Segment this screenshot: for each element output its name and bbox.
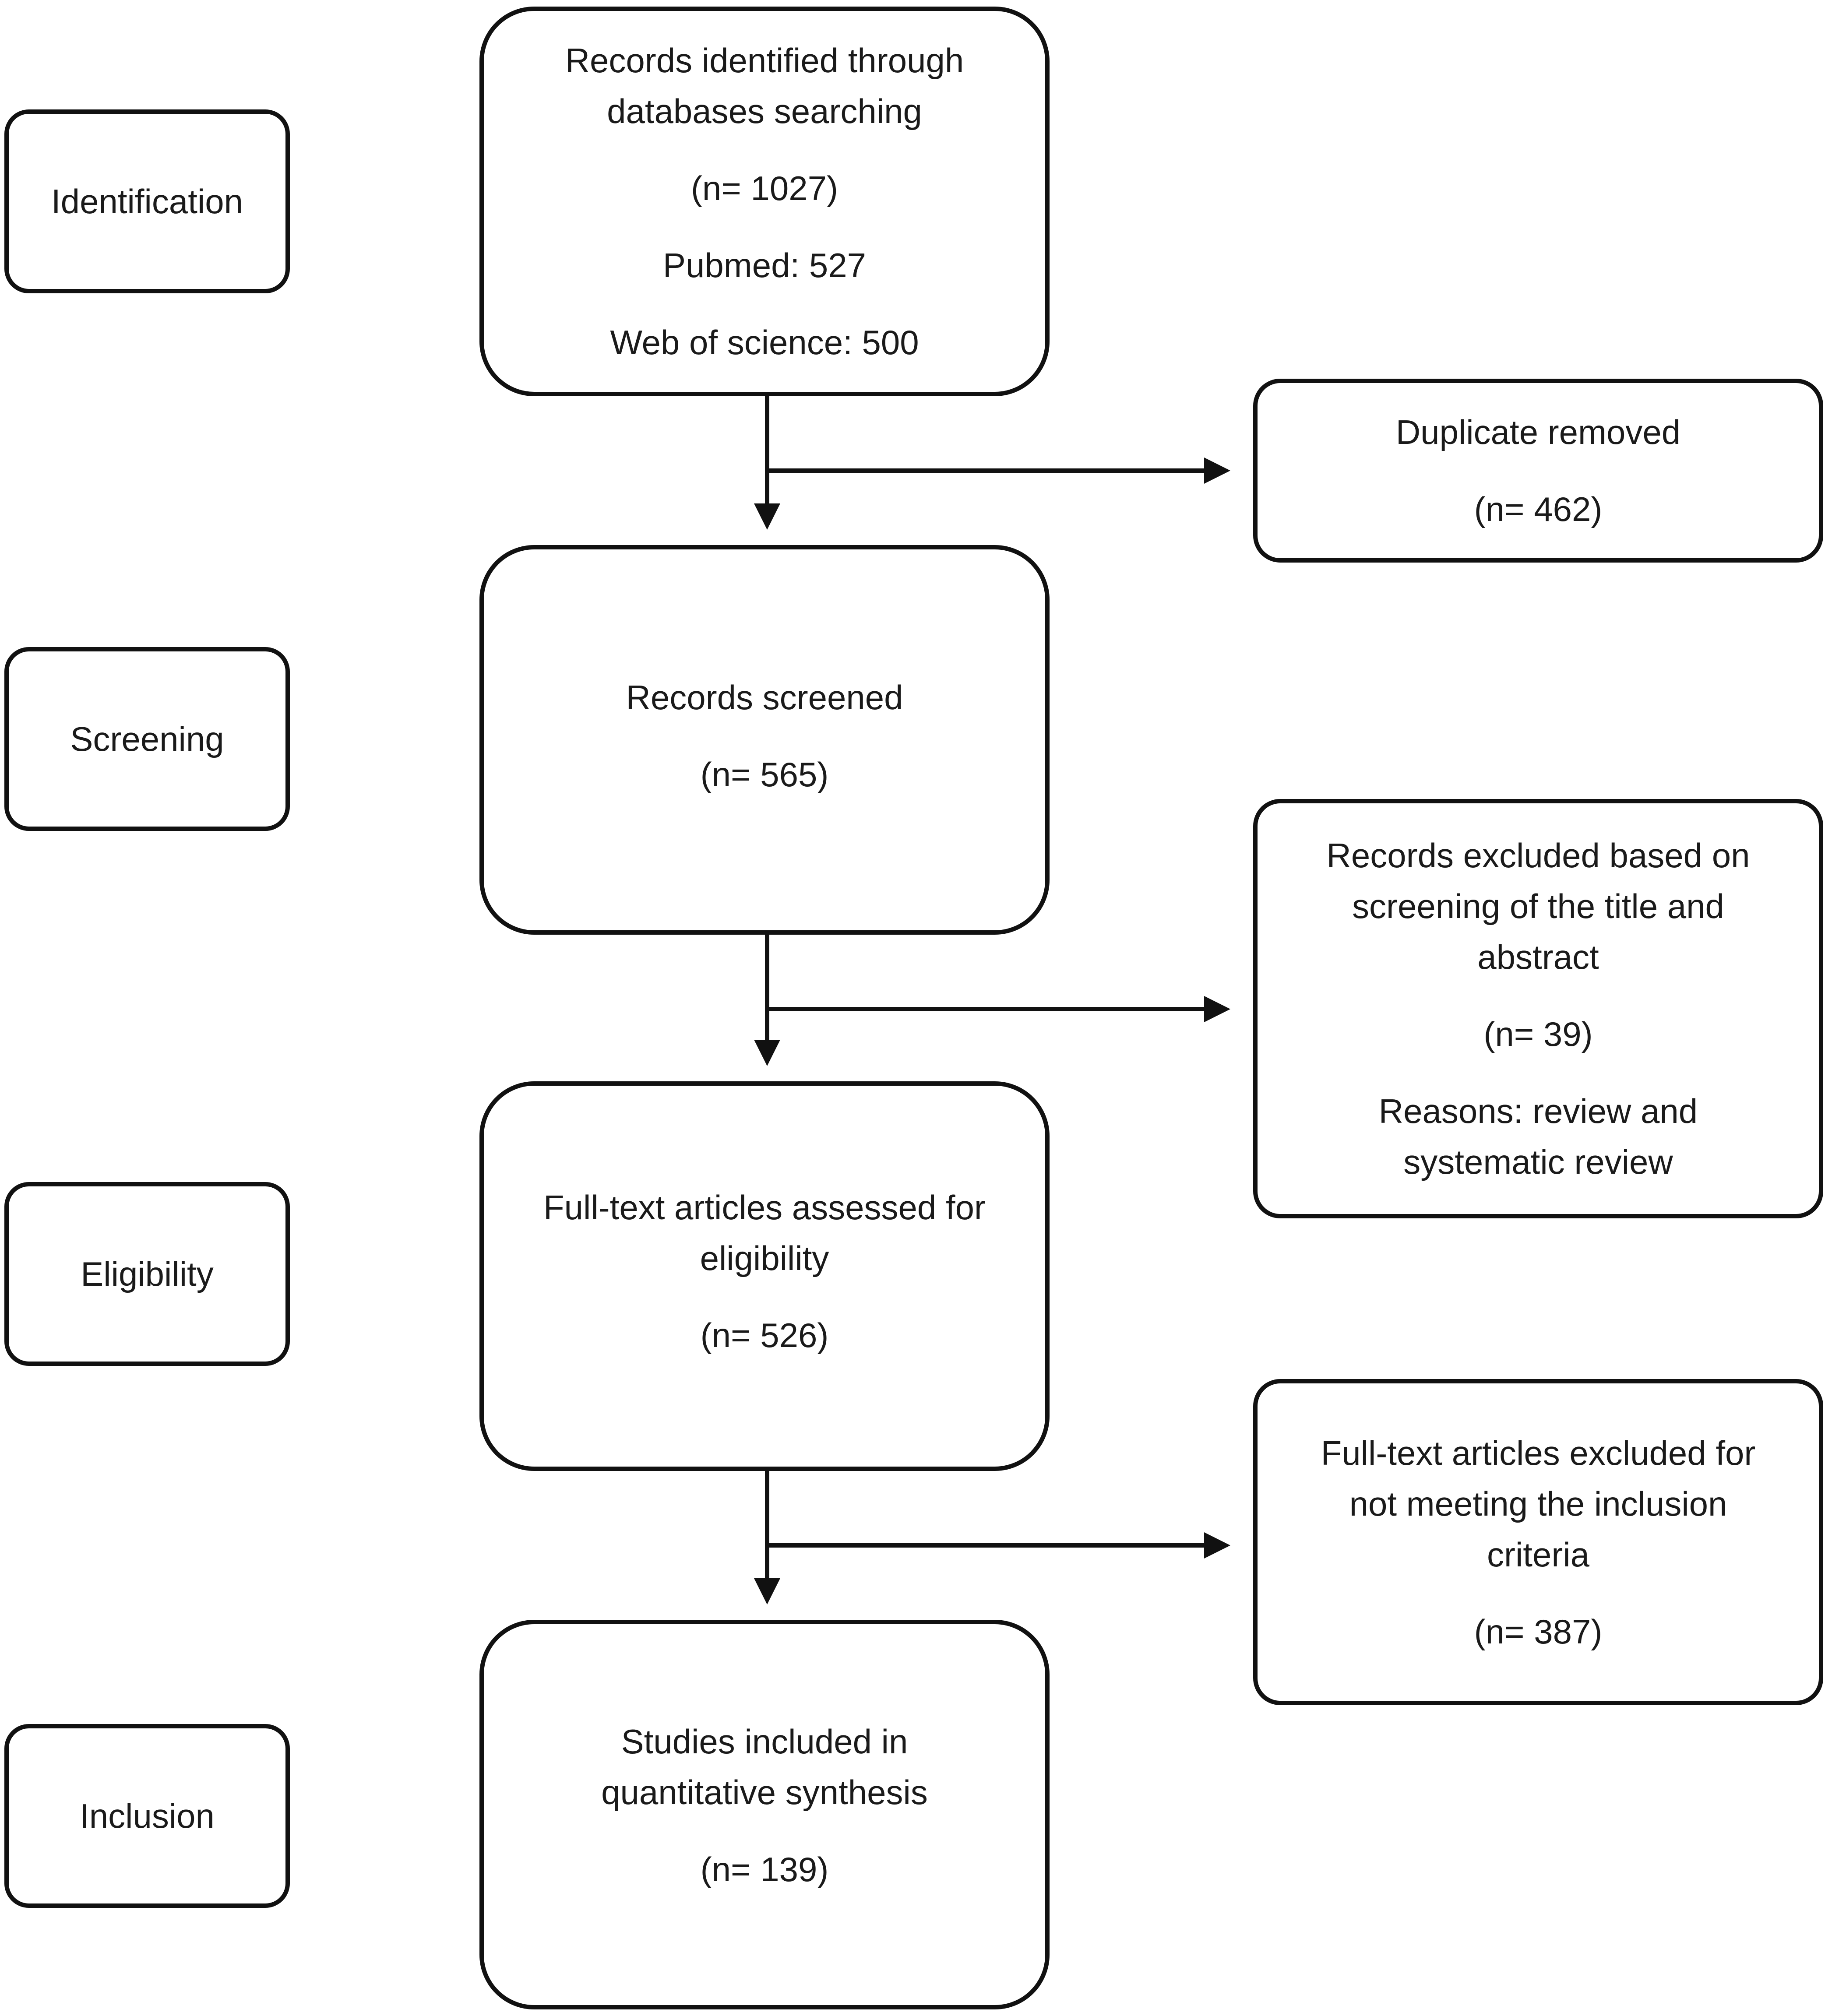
records-identified-pubmed: Pubmed: 527 [662,246,866,285]
records-screened-box: Records screened (n= 565) [479,545,1050,935]
fulltext-excluded-count: (n= 387) [1474,1612,1603,1651]
records-identified-wos: Web of science: 500 [610,323,919,362]
studies-included-line1: Studies included in [621,1722,908,1761]
fulltext-assessed-line2: eligibility [700,1239,829,1277]
records-excluded-line2: screening of the title and [1352,887,1724,925]
duplicates-removed-count: (n= 462) [1474,490,1603,528]
stage-inclusion-label: Inclusion [80,1797,215,1835]
studies-included-count: (n= 139) [700,1850,829,1889]
records-excluded-reason2: systematic review [1403,1143,1673,1181]
fulltext-excluded-line3: criteria [1487,1535,1590,1574]
duplicates-removed-box: Duplicate removed (n= 462) [1253,379,1823,563]
stage-eligibility: Eligibility [4,1182,290,1366]
fulltext-excluded-box: Full-text articles excluded for not meet… [1253,1379,1823,1705]
records-identified-line2: databases searching [607,92,922,130]
fulltext-assessed-count: (n= 526) [700,1316,829,1355]
records-excluded-reason1: Reasons: review and [1378,1092,1698,1130]
stage-screening: Screening [4,647,290,831]
fulltext-excluded-line1: Full-text articles excluded for [1321,1433,1756,1472]
records-excluded-line3: abstract [1477,938,1599,976]
records-screened-label: Records screened [626,678,903,717]
stage-identification: Identification [4,109,290,293]
stage-eligibility-label: Eligibility [81,1255,214,1293]
studies-included-box: Studies included in quantitative synthes… [479,1620,1050,2009]
stage-screening-label: Screening [70,720,224,758]
records-identified-box: Records identified through databases sea… [479,7,1050,396]
stage-inclusion: Inclusion [4,1724,290,1908]
records-screened-count: (n= 565) [700,755,829,794]
records-excluded-line1: Records excluded based on [1326,836,1750,875]
records-identified-line1: Records identified through [565,41,964,80]
fulltext-excluded-line2: not meeting the inclusion [1349,1484,1727,1523]
stage-identification-label: Identification [51,182,243,221]
records-excluded-count: (n= 39) [1483,1015,1593,1053]
duplicates-removed-label: Duplicate removed [1395,413,1681,451]
fulltext-assessed-line1: Full-text articles assessed for [543,1188,986,1227]
fulltext-assessed-box: Full-text articles assessed for eligibil… [479,1081,1050,1471]
records-identified-count: (n= 1027) [691,169,838,208]
records-excluded-screening-box: Records excluded based on screening of t… [1253,799,1823,1218]
studies-included-line2: quantitative synthesis [601,1773,928,1812]
